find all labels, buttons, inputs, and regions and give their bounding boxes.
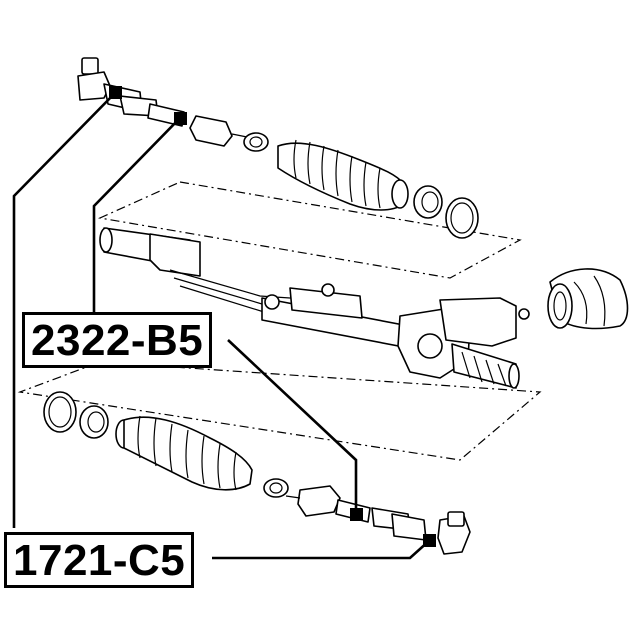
part-number-label-b: 1721-C5 [4,532,195,588]
upper-clamp-ring [413,185,443,219]
upper-boot-clamp [243,132,269,152]
part-number-b-text: 1721-C5 [13,536,186,585]
upper-retaining-ring [445,197,479,239]
lower-clamp-ring [79,405,109,439]
upper-tie-rod-end [77,57,159,117]
lower-retaining-ring [43,391,77,433]
rack-housing [99,227,530,389]
upper-assembly-plane [97,181,522,279]
leader-line-part-b [12,91,117,528]
part-number-label-a: 2322-B5 [22,312,213,368]
lower-boot-clamp [263,478,289,498]
leader-line-part-a-lower [227,339,358,512]
leader-line-part-b-lower [212,539,431,560]
lower-rack-boot [115,415,253,491]
marker-lower-inner-rod [350,508,363,521]
leader-line-part-a [92,117,181,312]
lower-assembly-plane [17,361,542,461]
upper-inner-tie-rod [147,103,253,147]
marker-lower-tie-rod-end [423,534,436,547]
marker-upper-inner-rod [174,112,187,125]
marker-upper-tie-rod-end [109,86,122,99]
part-number-a-text: 2322-B5 [31,316,204,365]
upper-rack-boot [277,139,409,211]
input-shaft-dust-boot [547,268,629,330]
